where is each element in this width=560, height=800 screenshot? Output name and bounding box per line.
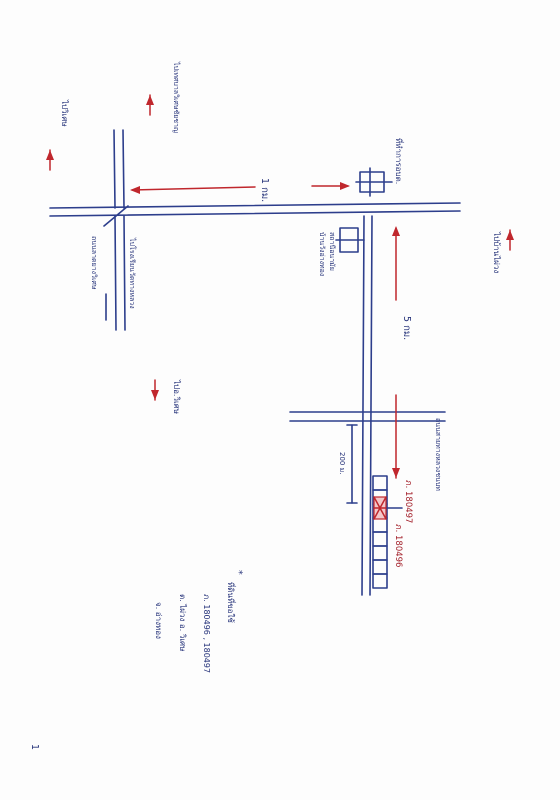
label-right-top: ไปบ้านไผ่วง	[492, 231, 501, 273]
dimension-200m	[346, 424, 358, 504]
main-road-edge-top	[49, 202, 461, 209]
legend-line3: ต. ไผ่วง อ. วิเศษ	[178, 594, 187, 651]
label-parcel-a: ภ. 180497	[403, 480, 413, 523]
arrow-right-road-down	[392, 394, 400, 479]
arrow-up-left	[46, 149, 54, 171]
parcel-strip	[372, 475, 388, 589]
arrow-main-left	[130, 186, 256, 194]
road-marker	[103, 205, 129, 227]
main-road-edge-bottom	[49, 210, 461, 217]
label-health-station: สถานีอนามัย	[328, 232, 336, 271]
arrow-mid-left	[151, 379, 159, 401]
label-top-left: ไปวิเศษ	[60, 99, 69, 127]
right-road-edge-b	[369, 215, 373, 596]
label-dist-sub: 200 ม.	[338, 452, 346, 474]
left-road-edge-c	[114, 215, 117, 331]
left-road-edge-a	[113, 129, 116, 209]
label-cross-road: ถนนสายทางหลวงชนบท	[434, 418, 442, 491]
arrow-right-road-up	[392, 226, 400, 301]
parcel-highlight	[373, 496, 387, 520]
label-parcel-b: ภ. 180496	[393, 524, 403, 567]
label-health-station-sub: บ้านวังอ่างทอง	[318, 232, 326, 276]
legend-star: *	[233, 570, 244, 575]
label-lower-left-bottom: ถนนลาดยางวิเศษ	[90, 236, 98, 290]
left-road-edge-b	[122, 129, 125, 209]
right-road-edge-a	[361, 215, 365, 596]
label-dist-main: 5 กม.	[401, 316, 412, 340]
label-office: ที่ทำการอบต.	[394, 138, 405, 184]
label-dist-top: 1 กม.	[259, 178, 270, 202]
arrow-main-right	[311, 182, 350, 190]
legend-line2: ภ. 180496 , 180497	[202, 594, 211, 673]
arrow-right-top	[506, 229, 514, 251]
left-road-edge-d	[123, 215, 126, 331]
label-lower-left-top: ไปโรงเรียนวัดทางหลวง	[128, 237, 137, 309]
legend-line4: จ. อ่างทอง	[154, 602, 163, 639]
label-mid-left: ไปอ.วิเศษ	[172, 379, 181, 414]
page-mark: 1	[29, 744, 40, 750]
legend-line1: ที่ดินที่ขอใช้	[226, 582, 237, 623]
arrow-top-left-road	[146, 94, 154, 116]
label-top-left-road: ไปเทศบาลวิเศษชัยชาญ	[172, 61, 181, 133]
